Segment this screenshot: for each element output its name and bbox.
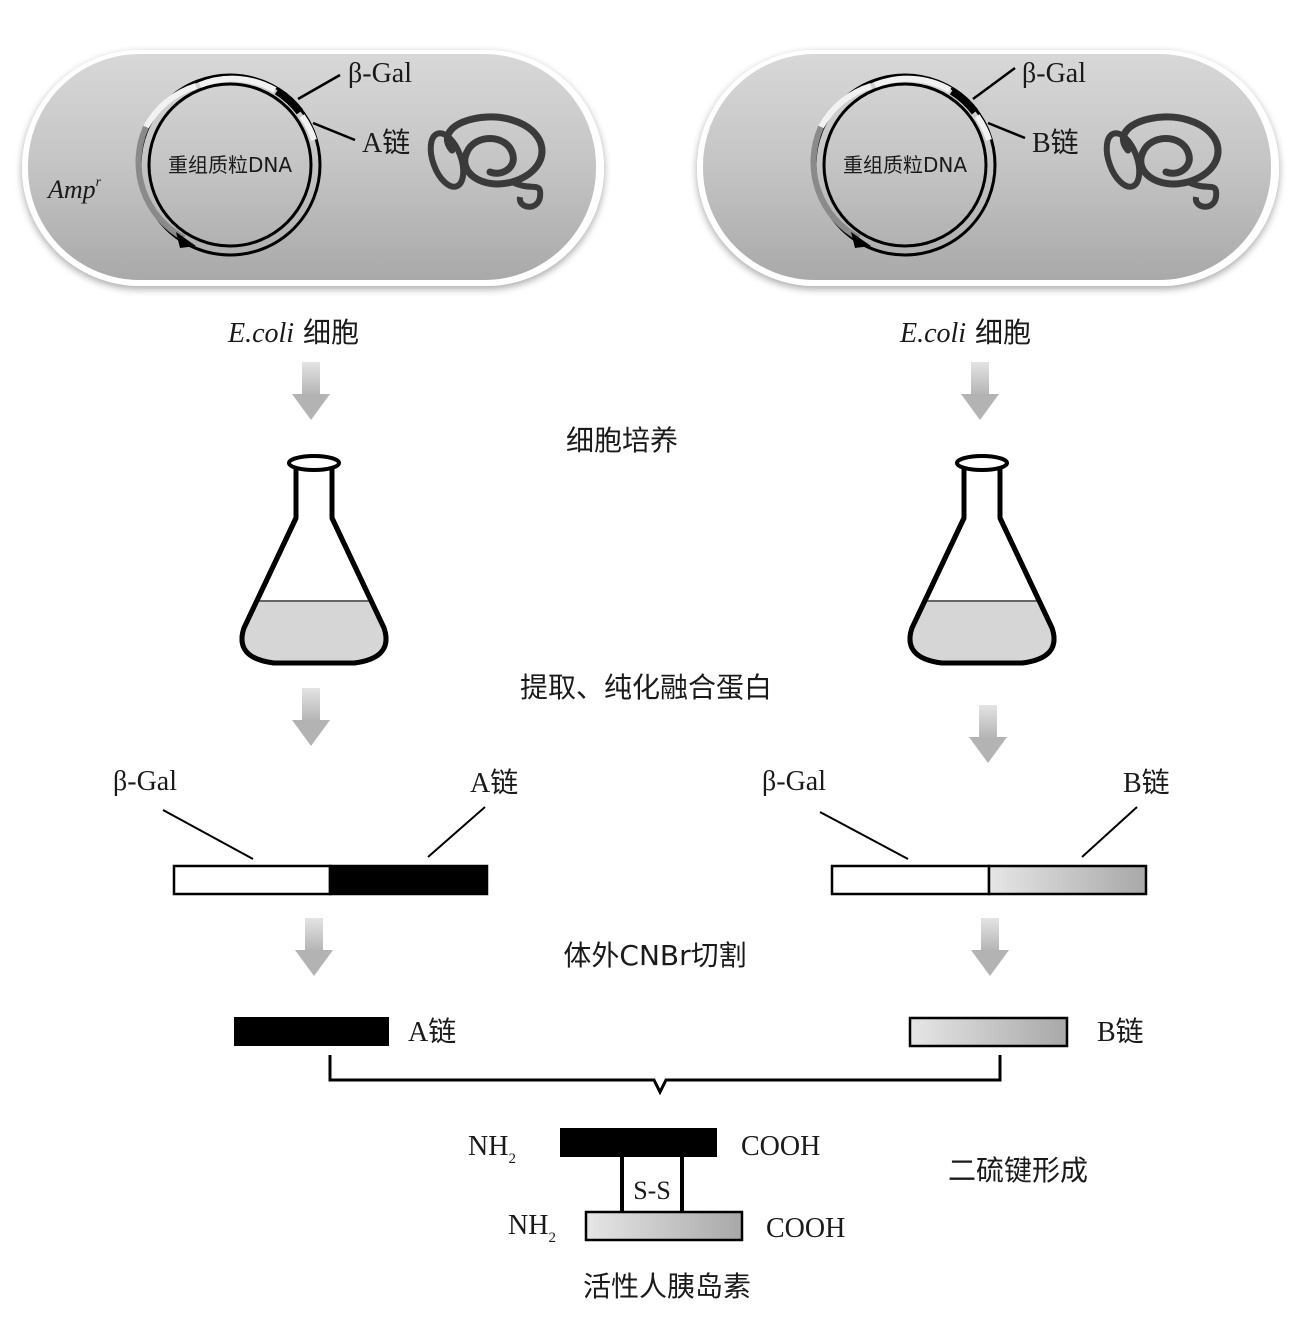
step-disulfide-label: 二硫键形成	[948, 1154, 1088, 1187]
left-fusion-protein: β-Gal A链	[113, 766, 518, 896]
culture-flask-icon	[910, 456, 1054, 663]
beta-gal-label: β-Gal	[1022, 58, 1086, 89]
chain-label: A链	[362, 127, 410, 159]
nh2-top-label: NH2	[468, 1131, 516, 1167]
active-insulin: NH2 COOH S-S NH2 COOH 活性人胰岛素	[468, 1128, 845, 1303]
disulfide-label: S-S	[633, 1176, 671, 1205]
b-chain-bar	[584, 1210, 744, 1242]
a-chain-bar	[234, 1017, 389, 1046]
culture-flask-icon	[242, 456, 386, 663]
step-culture-label: 细胞培养	[566, 424, 678, 457]
combine-brace	[328, 1055, 1002, 1096]
insulin-title: 活性人胰岛素	[583, 1270, 751, 1303]
beta-gal-segment	[830, 864, 991, 896]
right-fusion-protein: β-Gal B链	[762, 766, 1170, 896]
step-cleave-label: 体外CNBr切割	[563, 939, 746, 972]
chain-label: B链	[1123, 767, 1170, 799]
ampr-label: Ampr	[46, 175, 102, 204]
a-chain-segment	[328, 864, 489, 896]
down-arrow-icon	[971, 918, 1009, 976]
ampr-segment	[135, 125, 186, 241]
beta-gal-label: β-Gal	[348, 58, 412, 89]
b-chain-segment	[987, 864, 1148, 896]
chain-segment	[974, 114, 992, 141]
plasmid-ring	[135, 73, 322, 257]
left-ecoli-cell: β-Gal A链 重组质粒DNA Ampr	[22, 50, 604, 286]
a-chain-bar	[560, 1128, 717, 1157]
beta-gal-segment	[274, 87, 304, 115]
down-arrow-icon	[969, 705, 1007, 763]
cooh-top-label: COOH	[741, 1131, 820, 1162]
chain-segment	[299, 114, 317, 141]
b-chain-bar	[908, 1016, 1069, 1048]
right-cell-caption: E.coli 细胞	[899, 316, 1031, 349]
beta-gal-segment	[172, 864, 332, 896]
beta-gal-label: β-Gal	[113, 766, 177, 797]
ampr-segment	[810, 125, 861, 241]
left-cell-caption: E.coli 细胞	[227, 316, 359, 349]
beta-gal-segment	[949, 87, 979, 115]
nh2-bottom-label: NH2	[508, 1210, 556, 1246]
beta-gal-label: β-Gal	[762, 766, 826, 797]
plasmid-ring	[810, 73, 997, 257]
chain-label: A链	[470, 767, 518, 799]
a-chain-label: A链	[408, 1016, 456, 1048]
down-arrow-icon	[961, 362, 999, 420]
step-extract-label: 提取、纯化融合蛋白	[520, 671, 772, 704]
down-arrow-icon	[295, 918, 333, 976]
right-ecoli-cell: β-Gal B链 重组质粒DNA	[697, 50, 1279, 286]
cooh-bottom-label: COOH	[766, 1213, 845, 1244]
b-chain-label: B链	[1097, 1016, 1144, 1048]
plasmid-label: 重组质粒DNA	[168, 153, 292, 177]
down-arrow-icon	[292, 688, 330, 746]
plasmid-label: 重组质粒DNA	[843, 153, 967, 177]
down-arrow-icon	[292, 362, 330, 420]
chain-label: B链	[1032, 127, 1079, 159]
